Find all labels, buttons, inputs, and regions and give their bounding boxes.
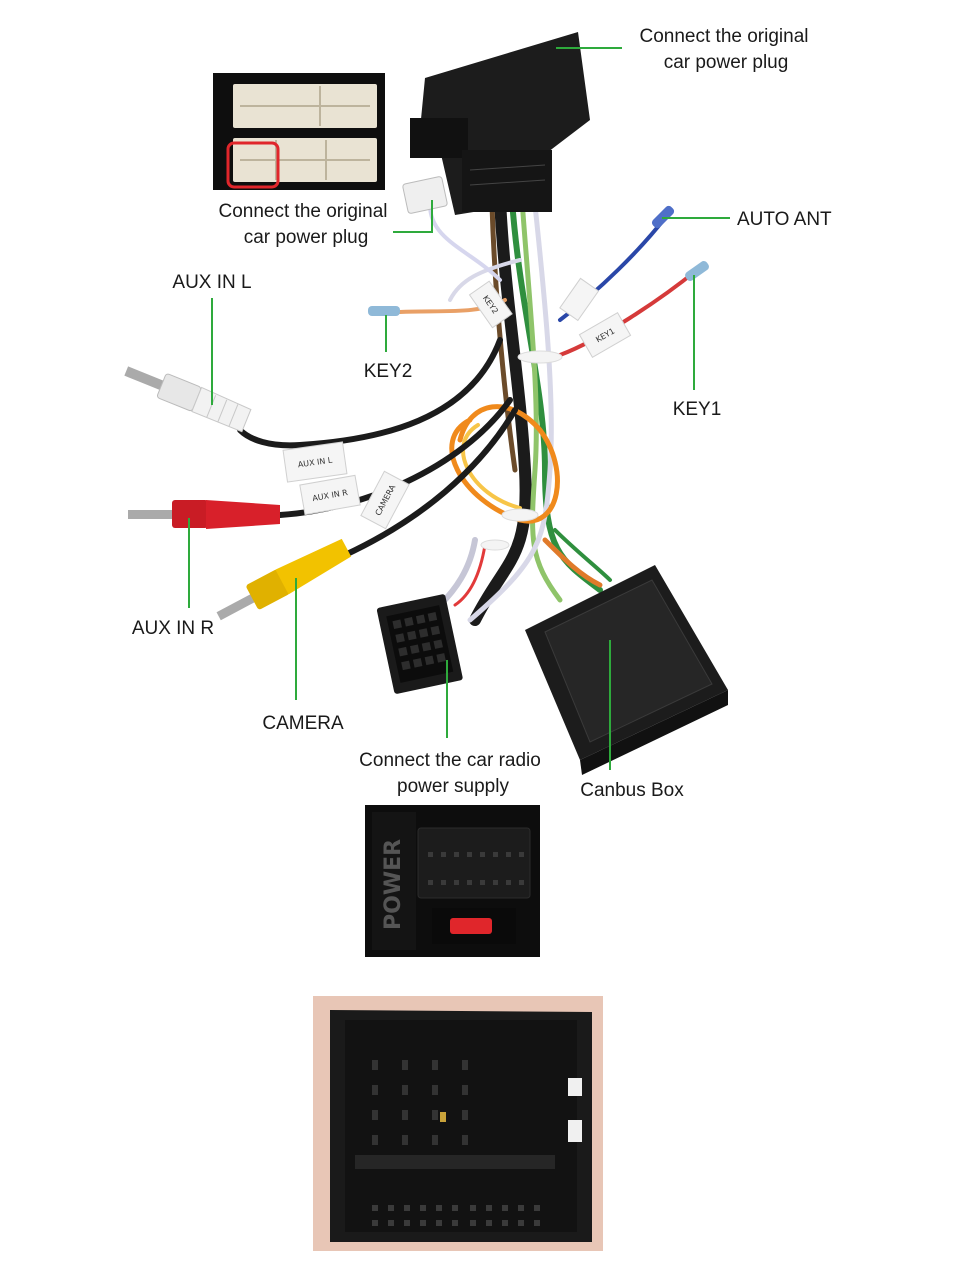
- label-key1: KEY1: [673, 399, 722, 420]
- rca-plug-camera: [216, 538, 352, 621]
- label-aux-in-l: AUX IN L: [172, 272, 251, 293]
- label-radio-supply-line1: Connect the car radio: [359, 750, 541, 771]
- wire-tag-aux-l: AUX IN L: [282, 441, 348, 483]
- label-main-plug-line1: Connect the original: [640, 26, 809, 47]
- radio-power-connector: [376, 594, 463, 694]
- label-canbus-box: Canbus Box: [580, 780, 684, 801]
- label-camera: CAMERA: [262, 713, 344, 734]
- label-radio-supply-line2: power supply: [397, 776, 509, 797]
- key1-wire-end: [685, 261, 709, 281]
- wire-tag-key2: KEY2: [468, 280, 513, 329]
- wire-tag-key1: KEY1: [578, 312, 632, 358]
- wire-tag-aux-r: AUX IN R: [299, 474, 361, 516]
- canbus-box: [525, 565, 728, 775]
- label-second-plug-line2: car power plug: [244, 227, 369, 248]
- main-car-plug: [410, 32, 590, 215]
- power-port-label: POWER: [381, 839, 406, 930]
- rca-plug-aux-in-l: [124, 366, 252, 433]
- key2-wire-end: [368, 306, 400, 316]
- label-key2: KEY2: [364, 361, 413, 382]
- car-plug-face-photo: [313, 996, 603, 1251]
- wire-tag-camera: CAMERA: [360, 470, 410, 530]
- label-auto-ant: AUTO ANT: [737, 209, 832, 230]
- label-main-plug-line2: car power plug: [664, 52, 789, 73]
- original-plug-inset-photo: [213, 73, 385, 190]
- white-plug-connector: [402, 176, 448, 214]
- leader-second-plug: [393, 200, 433, 233]
- wire-tag-misc: [559, 277, 600, 322]
- highlighted-pin-block: [226, 141, 280, 189]
- label-aux-in-r: AUX IN R: [132, 618, 214, 639]
- power-port-photo: POWER: [365, 805, 540, 957]
- fuse: [450, 918, 492, 934]
- leader-lines: [188, 47, 730, 770]
- label-second-plug-line1: Connect the original: [219, 201, 388, 222]
- rca-plug-aux-in-r: [128, 500, 280, 529]
